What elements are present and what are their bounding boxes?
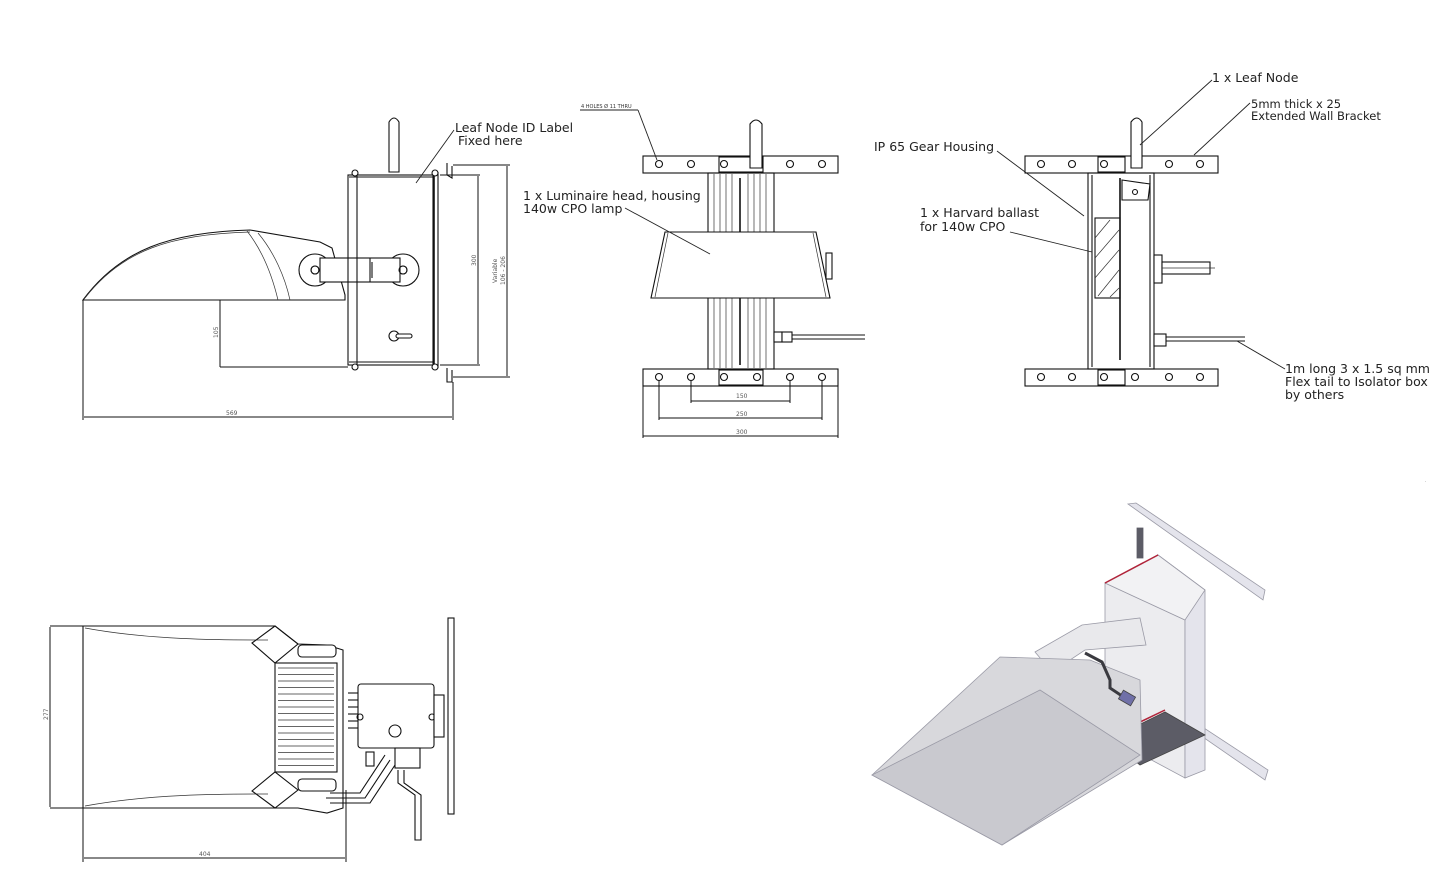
dim-105: 105 [213,326,220,338]
bracket-top [642,155,839,174]
heatsink-plan [274,662,338,773]
label-luminaire-2: 140w CPO lamp [523,201,622,216]
antenna-front [749,119,763,169]
label-leaf-node: 1 x Leaf Node [1212,70,1299,85]
antenna-side [388,117,400,173]
dim-300: 300 [471,254,478,266]
front-elevation-view: 150 250 300 4 HOLES Ø 11 THRU 1 x Lumina… [523,103,865,438]
reflector-side [81,229,346,301]
dim-variable-label: Variable [492,258,499,283]
dim-277: 277 [43,708,50,720]
label-flex-2: Flex tail to Isolator box [1285,374,1428,389]
iso-cable [1084,651,1129,702]
dim-404: 404 [199,851,211,858]
side-elevation-view: 569 105 300 Variable 106 - 206 Leaf Node… [81,117,573,420]
label-ballast-1: 1 x Harvard ballast [920,205,1039,220]
bracket-bottom-section [1024,368,1219,387]
section-view: 1 x Leaf Node 5mm thick x 25 Extended Wa… [874,70,1429,402]
ballast-section [1094,217,1121,299]
bracket-top-section [1024,155,1219,174]
label-ballast-2: for 140w CPO [920,219,1005,234]
label-flex-1: 1m long 3 x 1.5 sq mm [1285,361,1429,376]
antenna-section [1130,117,1143,169]
wall-plate-plan [447,617,455,815]
gear-housing-side [347,174,434,366]
label-leaf-node-id-2: Fixed here [458,133,523,148]
housing-section [1087,172,1155,370]
luminaire-head-front [650,231,831,299]
label-luminaire-1: 1 x Luminaire head, housing [523,188,701,203]
dim-300-front: 300 [736,429,748,436]
label-leaf-node-id-1: Leaf Node ID Label [455,120,573,135]
label-bracket-2: Extended Wall Bracket [1251,109,1381,123]
iso-wall-bracket [1126,502,1266,601]
dim-150: 150 [736,393,748,400]
plan-view: 277 404 [43,617,455,862]
svg-text:.: . [1425,478,1426,483]
label-bracket-1: 5mm thick x 25 [1251,97,1341,111]
label-holes: 4 HOLES Ø 11 THRU [581,103,632,110]
isometric-view [871,502,1269,846]
label-gear-housing: IP 65 Gear Housing [874,139,994,154]
dim-569: 569 [226,410,238,417]
label-flex-3: by others [1285,387,1344,402]
arm-side [319,257,401,283]
dim-variable-range: 106 - 206 [500,256,507,285]
gear-box-plan [357,683,435,749]
dim-250: 250 [736,411,748,418]
bracket-bottom [642,368,839,387]
